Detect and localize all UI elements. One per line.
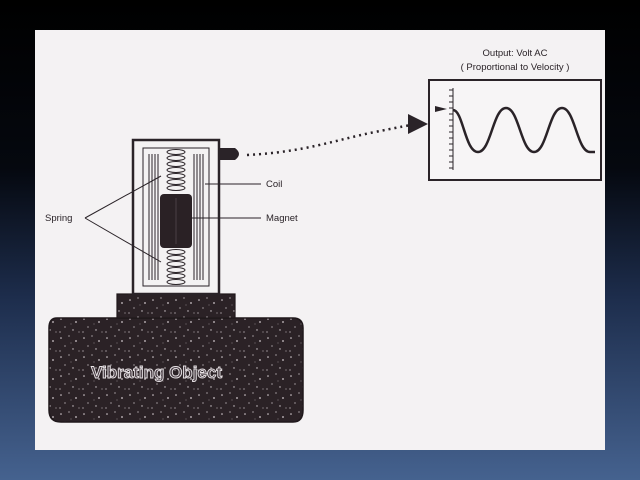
- output-display: [428, 79, 602, 181]
- spring-bottom: [166, 249, 186, 285]
- diagram-panel: Vibrating Object: [35, 30, 605, 450]
- magnet-label: Magnet: [266, 213, 298, 224]
- output-pointer: [435, 106, 447, 112]
- signal-arrow: [246, 114, 428, 157]
- velocity-sensor-diagram: Vibrating Object: [45, 48, 602, 423]
- spring-top: [166, 149, 186, 191]
- output-scale: [449, 88, 454, 170]
- sensor-base: [116, 293, 236, 319]
- output-subtitle: ( Proportional to Velocity ): [461, 62, 570, 73]
- label-leaders: [84, 175, 261, 263]
- coil-label: Coil: [266, 179, 282, 190]
- output-title: Output: Volt AC: [483, 48, 548, 59]
- vibrating-object-label: Vibrating Object: [91, 363, 222, 382]
- output-sine-wave: [452, 106, 595, 154]
- spring-label: Spring: [45, 213, 72, 224]
- vibrating-object-block: [48, 317, 304, 423]
